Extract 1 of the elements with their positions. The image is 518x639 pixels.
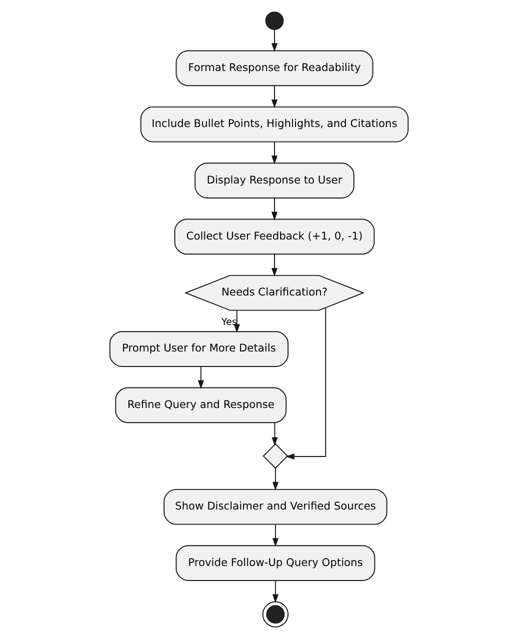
- edge-label: Yes: [221, 317, 237, 328]
